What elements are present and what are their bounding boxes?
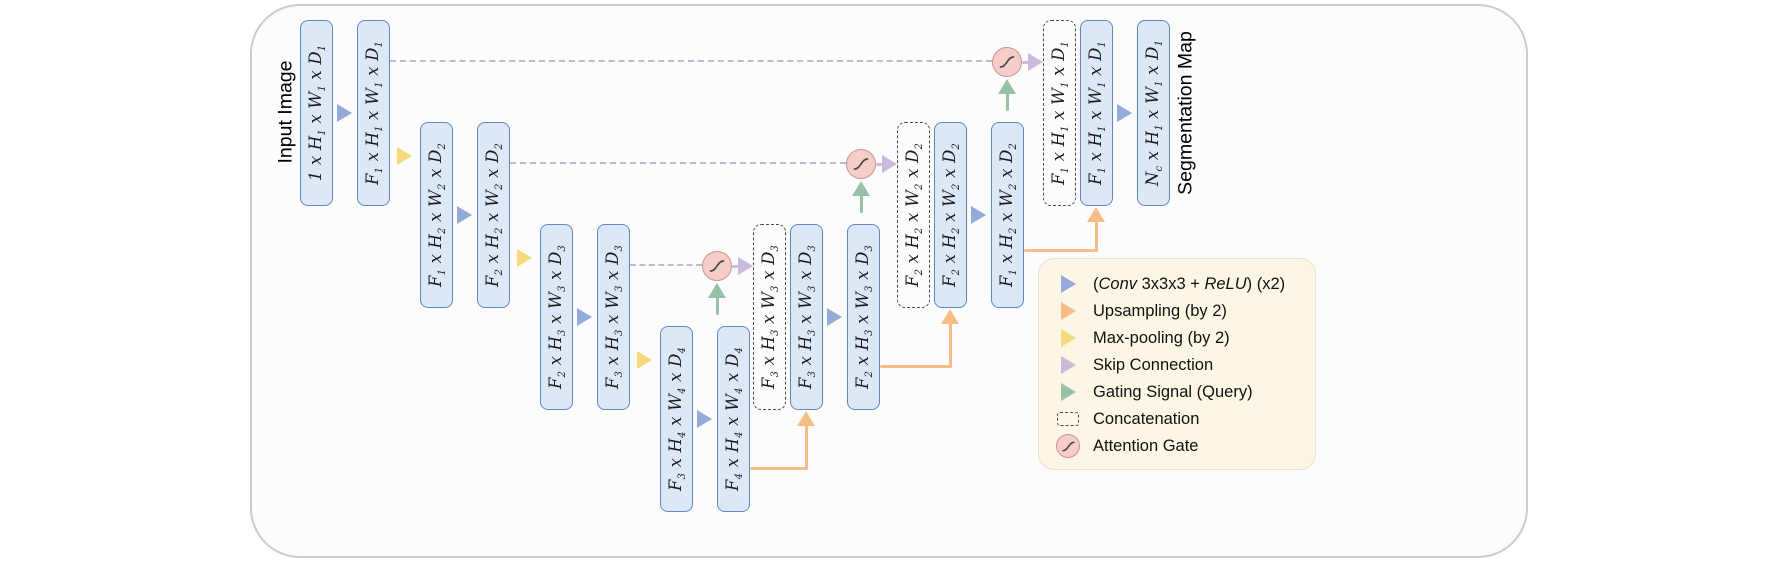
feature-dims-label: F1 x H1 x W1 x D1 xyxy=(1085,41,1108,185)
feature-dims-label: F2 x H2 x W2 x D2 xyxy=(939,143,962,287)
legend-item-label: Max-pooling (by 2) xyxy=(1093,328,1230,347)
maxpool-arrow-icon xyxy=(517,249,532,267)
conv-arrow-icon xyxy=(971,206,986,224)
box-dec2-concat: F2 x H2 x W2 x D2 xyxy=(897,122,930,308)
box-input: 1 x H1 x W1 x D1 xyxy=(300,20,333,206)
feature-dims-label: F3 x H3 x W3 x D3 xyxy=(758,245,781,389)
legend-item-label: Skip Connection xyxy=(1093,355,1214,374)
conv-arrow-icon xyxy=(337,104,352,122)
box-enc2: F2 x H2 x W2 x D2 xyxy=(477,122,510,308)
box-dec1-up: F1 x H1 x W1 x D1 xyxy=(1080,20,1113,206)
legend: (Conv 3x3x3 + ReLU) (x2) Upsampling (by … xyxy=(1038,258,1316,470)
feature-dims-label: F2 x H2 x W2 x D2 xyxy=(482,143,505,287)
maxpool-arrow-icon xyxy=(397,147,412,165)
box-output: Nc x H1 x W1 x D1 xyxy=(1137,20,1170,206)
legend-item-conv: (Conv 3x3x3 + ReLU) (x2) xyxy=(1053,271,1307,297)
skip-arrow-icon xyxy=(882,155,897,173)
gating-signal-line xyxy=(1006,93,1009,111)
feature-dims-label: F3 x H3 x W3 x D3 xyxy=(602,245,625,389)
attention-gate-icon xyxy=(1056,434,1080,458)
legend-item-maxpool: Max-pooling (by 2) xyxy=(1053,325,1307,351)
gating-arrow-icon xyxy=(998,79,1016,94)
gating-signal-line xyxy=(860,195,863,213)
box-dec2: F1 x H2 x W2 x D2 xyxy=(991,122,1024,308)
feature-dims-label: F3 x H4 x W4 x D4 xyxy=(665,347,688,491)
box-enc3-in: F2 x H3 x W3 x D3 xyxy=(540,224,573,410)
legend-item-gating: Gating Signal (Query) xyxy=(1053,379,1307,405)
feature-dims-label: F2 x H3 x W3 x D3 xyxy=(852,245,875,389)
sigmoid-icon xyxy=(853,158,869,170)
sigmoid-icon xyxy=(709,260,725,272)
box-dec3: F2 x H3 x W3 x D3 xyxy=(847,224,880,410)
box-enc2-in: F1 x H2 x W2 x D2 xyxy=(420,122,453,308)
upsample-line-horizontal xyxy=(1024,249,1096,252)
box-enc4-in: F3 x H4 x W4 x D4 xyxy=(660,326,693,512)
feature-dims-label: F1 x H1 x W1 x D1 xyxy=(362,41,385,185)
upsample-arrow-icon xyxy=(797,411,815,426)
skip-connection-line xyxy=(510,162,846,164)
upsample-line-horizontal xyxy=(880,365,951,368)
upsample-line-horizontal xyxy=(750,467,807,470)
upsample-arrow-icon xyxy=(1060,302,1076,320)
conv-arrow-icon xyxy=(1117,104,1132,122)
legend-item-label: Attention Gate xyxy=(1093,436,1199,455)
upsample-arrow-icon xyxy=(1087,207,1105,222)
maxpool-arrow-icon xyxy=(637,351,652,369)
skip-arrow-icon xyxy=(1028,53,1043,71)
conv-arrow-icon xyxy=(697,410,712,428)
feature-dims-label: F1 x H1 x W1 x D1 xyxy=(1048,41,1071,185)
attention-gate xyxy=(992,47,1022,77)
gating-signal-line xyxy=(716,297,719,315)
legend-item-label: Gating Signal (Query) xyxy=(1093,382,1253,401)
legend-item-upsampling: Upsampling (by 2) xyxy=(1053,298,1307,324)
attention-gate xyxy=(846,149,876,179)
legend-item-label: (Conv 3x3x3 + ReLU) (x2) xyxy=(1093,274,1286,293)
feature-dims-label: F2 x H2 x W2 x D2 xyxy=(902,143,925,287)
box-dec2-up: F2 x H2 x W2 x D2 xyxy=(934,122,967,308)
skip-arrow-line xyxy=(876,163,884,166)
feature-dims-label: F3 x H3 x W3 x D3 xyxy=(795,245,818,389)
feature-dims-label: F1 x H2 x W2 x D2 xyxy=(996,143,1019,287)
conv-arrow-icon xyxy=(577,308,592,326)
box-enc3: F3 x H3 x W3 x D3 xyxy=(597,224,630,410)
feature-dims-label: F4 x H4 x W4 x D4 xyxy=(722,347,745,491)
legend-item-concatenation: Concatenation xyxy=(1053,406,1307,432)
box-enc4-bottleneck: F4 x H4 x W4 x D4 xyxy=(717,326,750,512)
skip-arrow-icon xyxy=(738,257,753,275)
gating-arrow-icon xyxy=(1060,383,1076,401)
box-dec3-up: F3 x H3 x W3 x D3 xyxy=(790,224,823,410)
sigmoid-icon xyxy=(1061,441,1075,451)
upsample-line-vertical xyxy=(949,323,952,368)
feature-dims-label: Nc x H1 x W1 x D1 xyxy=(1142,39,1165,187)
upsample-line-vertical xyxy=(805,425,808,470)
box-dec3-concat: F3 x H3 x W3 x D3 xyxy=(753,224,786,410)
maxpool-arrow-icon xyxy=(1060,329,1076,347)
gating-arrow-icon xyxy=(852,181,870,196)
conv-arrow-icon xyxy=(457,206,472,224)
box-dec1-concat: F1 x H1 x W1 x D1 xyxy=(1043,20,1076,206)
feature-dims-label: F2 x H3 x W3 x D3 xyxy=(545,245,568,389)
box-enc1: F1 x H1 x W1 x D1 xyxy=(357,20,390,206)
input-image-label: Input Image xyxy=(274,60,297,164)
legend-item-label: Upsampling (by 2) xyxy=(1093,301,1227,320)
skip-connection-line xyxy=(390,60,992,62)
segmentation-map-label: Segmentation Map xyxy=(1174,31,1197,195)
legend-item-skip: Skip Connection xyxy=(1053,352,1307,378)
feature-dims-label: F1 x H2 x W2 x D2 xyxy=(425,143,448,287)
feature-dims-label: 1 x H1 x W1 x D1 xyxy=(305,44,328,182)
sigmoid-icon xyxy=(999,56,1015,68)
skip-connection-line xyxy=(630,264,702,266)
conv-arrow-icon xyxy=(1060,275,1076,293)
gating-arrow-icon xyxy=(708,283,726,298)
upsample-line-vertical xyxy=(1095,221,1098,252)
conv-arrow-icon xyxy=(827,308,842,326)
legend-item-attention-gate: Attention Gate xyxy=(1053,433,1307,459)
skip-arrow-icon xyxy=(1060,356,1076,374)
legend-item-label: Concatenation xyxy=(1093,409,1200,428)
concat-box-icon xyxy=(1057,412,1079,426)
skip-arrow-line xyxy=(1022,61,1030,64)
attention-gate xyxy=(702,251,732,281)
skip-arrow-line xyxy=(732,265,740,268)
upsample-arrow-icon xyxy=(941,309,959,324)
